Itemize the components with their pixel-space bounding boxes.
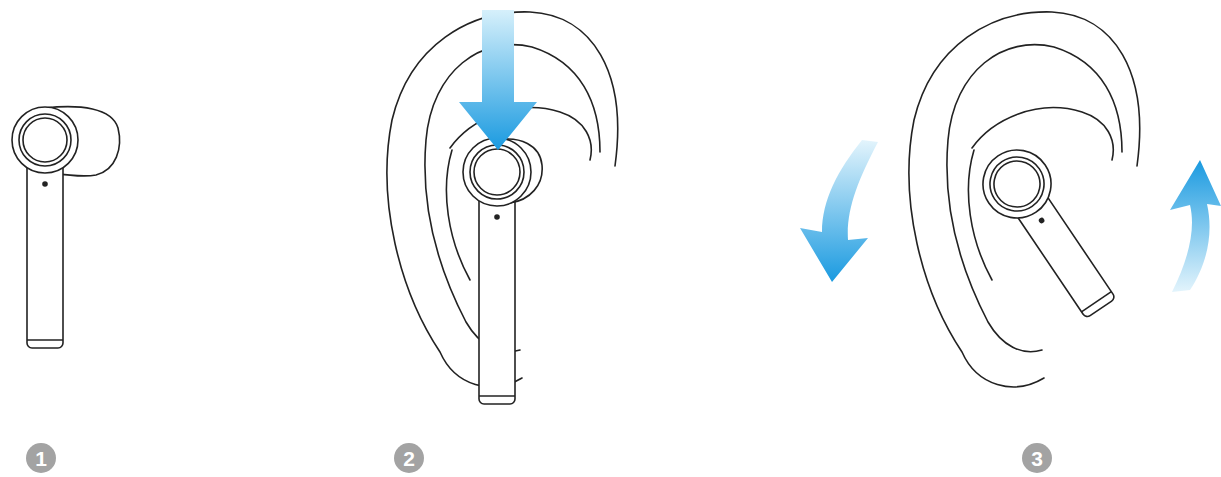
rotate-arrow	[1170, 160, 1221, 292]
push-arrow	[459, 10, 537, 150]
earbud-ring	[19, 114, 71, 166]
earbud-stem	[27, 150, 63, 348]
callout-number: 1	[26, 443, 56, 473]
earbud	[970, 137, 1129, 328]
earbud-ring	[980, 147, 1055, 222]
earbud-head	[970, 137, 1064, 231]
rotate-arrow	[800, 140, 878, 282]
mic-dot	[495, 215, 499, 219]
stem-cap	[1081, 292, 1111, 312]
stem-cap	[27, 339, 63, 341]
earbud	[12, 107, 120, 348]
earbud	[463, 138, 542, 404]
mic-dot	[43, 182, 47, 186]
stem-cap	[479, 395, 515, 397]
earbud-ring	[470, 145, 524, 199]
earbud-pad	[23, 118, 67, 162]
earbud-head	[12, 107, 78, 173]
ear-outline	[909, 12, 1140, 387]
earbud-pad	[985, 152, 1049, 216]
earbud-stem	[479, 182, 515, 404]
mic-dot	[1039, 218, 1045, 224]
earbud-pad	[474, 149, 520, 195]
callout-number: 2	[394, 443, 424, 473]
callout-number: 3	[1022, 443, 1052, 473]
